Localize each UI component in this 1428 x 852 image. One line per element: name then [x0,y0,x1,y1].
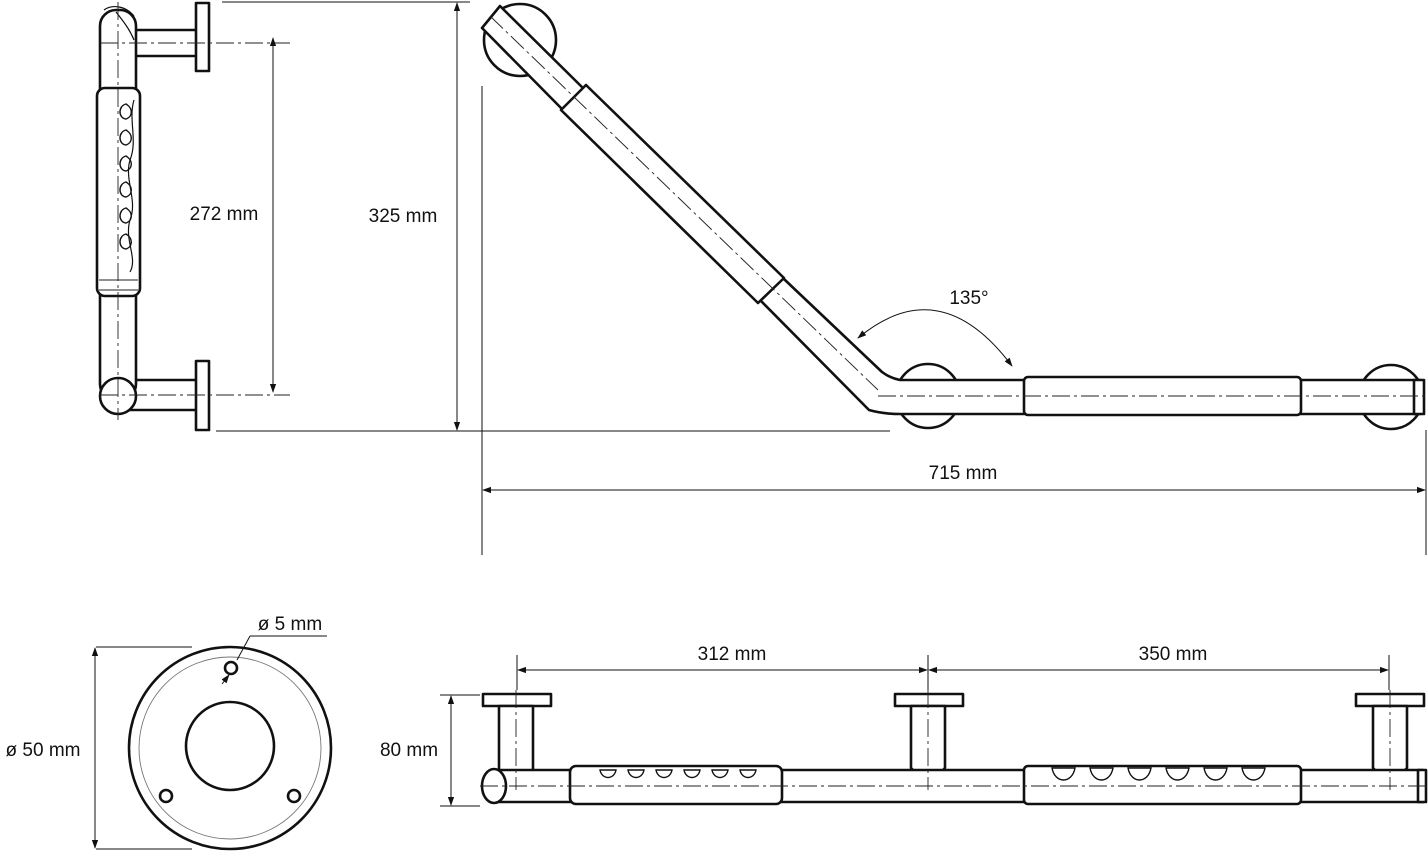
side-upper-flange [194,1,211,73]
side-grip-sleeve [95,86,142,298]
side-grip-pattern [119,99,135,273]
front-tube [480,4,1422,416]
top-grip-pattern-left [599,769,757,779]
dim-label-flange-diameter: ø 50 mm [6,740,81,761]
flange-center-hole [184,700,276,792]
dim-label-span-left: 312 mm [698,644,767,665]
angle-arc [857,309,1013,367]
dim-label-projection: 80 mm [380,740,438,761]
front-diagonal-sleeve [559,83,786,305]
top-grip-pattern-right [1051,767,1266,781]
dim-label-mount-spacing: 272 mm [190,204,259,225]
front-end-cap [1412,378,1426,416]
screw-hole-left [158,788,174,804]
top-flange-left [481,692,553,708]
dim-label-overall-width: 715 mm [929,463,998,484]
screw-hole-top [223,660,239,676]
dim-label-overall-height: 325 mm [369,206,438,227]
flange-detail: ø 5 mm ø 50 mm [6,614,333,851]
dim-label-hole-diameter: ø 5 mm [258,614,322,635]
screw-hole-right [286,788,302,804]
side-lower-flange [194,359,211,432]
dim-label-angle: 135° [949,288,988,309]
top-view: 312 mm 350 mm 80 mm [380,644,1428,807]
side-view: 272 mm 325 mm [95,1,890,432]
top-flange-middle [893,692,965,708]
front-view: 135° 715 mm [480,2,1428,555]
top-grip-sleeve-left [568,764,784,806]
dim-label-span-right: 350 mm [1139,644,1208,665]
